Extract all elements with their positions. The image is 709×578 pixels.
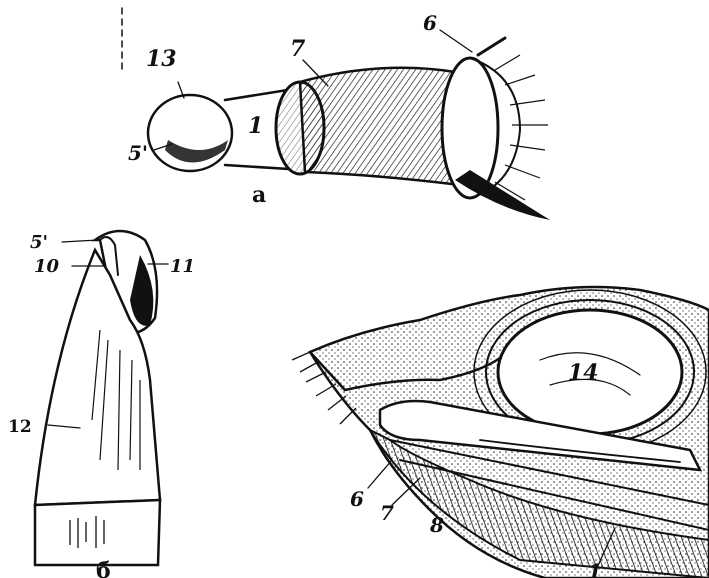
panel-c-drawing bbox=[292, 287, 709, 578]
panel-a-label-13: 13 bbox=[146, 46, 177, 72]
panel-b-label-5: 5' bbox=[30, 232, 48, 253]
panel-b-label-12: 12 bbox=[8, 417, 32, 437]
panel-b-drawing bbox=[35, 231, 168, 565]
panel-c-label-1: 1 bbox=[588, 559, 602, 578]
panel-a-label-7: 7 bbox=[290, 36, 306, 62]
panel-c-label-6: 6 bbox=[350, 487, 364, 511]
panel-a-label-1: 1 bbox=[248, 113, 263, 139]
panel-c-label-14: 14 bbox=[568, 360, 599, 386]
panel-a-label-6: 6 bbox=[423, 11, 437, 35]
panel-b-label-10: 10 bbox=[34, 256, 60, 277]
panel-a-caption: а bbox=[252, 182, 266, 208]
panel-a-label-5: 5' bbox=[128, 141, 148, 165]
panel-b-label-11: 11 bbox=[170, 256, 195, 277]
panel-c-label-7: 7 bbox=[380, 501, 394, 525]
panel-a-drawing bbox=[122, 8, 550, 220]
panel-b-caption: б bbox=[96, 558, 111, 578]
panel-c-label-8: 8 bbox=[429, 513, 444, 537]
